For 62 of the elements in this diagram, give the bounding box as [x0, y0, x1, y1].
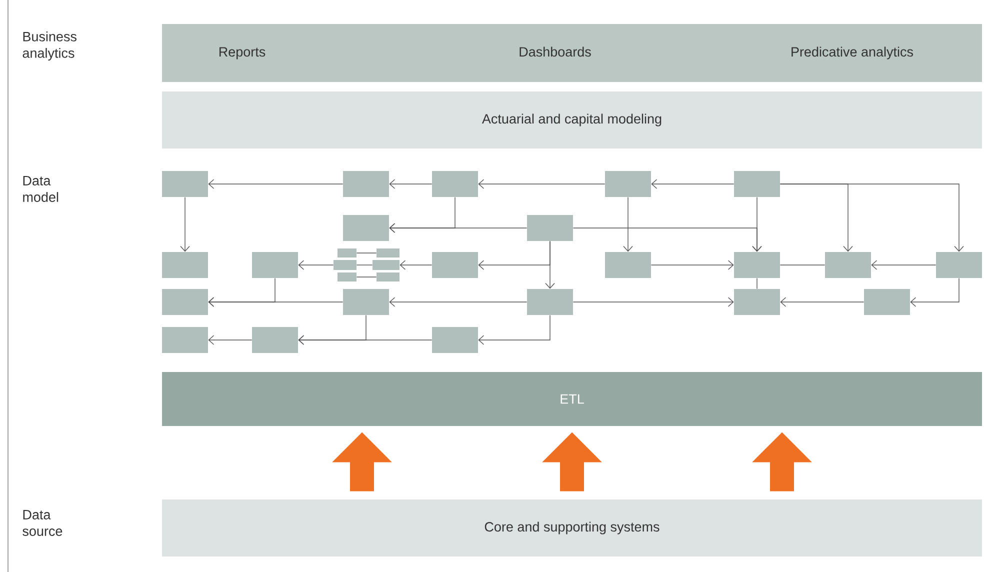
entity-box [734, 252, 780, 278]
arrow [572, 297, 734, 307]
etl-band: ETL [162, 372, 982, 426]
entity-box [334, 260, 356, 270]
entity-box [343, 215, 389, 241]
entity-box [936, 252, 982, 278]
entity-box [343, 289, 389, 315]
entity-box [527, 289, 573, 315]
arrow [298, 260, 334, 270]
entity-box [605, 252, 651, 278]
arrow [752, 196, 762, 252]
entity-box [376, 248, 400, 258]
modeling-band: Actuarial and capital modeling [162, 92, 982, 148]
entity-box [338, 272, 356, 282]
entity-box [343, 171, 389, 197]
arrow [389, 223, 528, 233]
entity-box [432, 171, 478, 197]
arrow [208, 335, 252, 345]
entity-box [372, 260, 400, 270]
entity-box [432, 252, 478, 278]
connector-line [356, 264, 373, 266]
arrow [478, 179, 606, 189]
connector-line [356, 276, 377, 278]
arrow [478, 314, 550, 345]
source-band: Core and supporting systems [162, 500, 982, 556]
entity-box [734, 171, 780, 197]
arrow [389, 179, 432, 189]
arrow [208, 179, 344, 189]
arrow [623, 196, 633, 252]
entity-box [162, 252, 208, 278]
entity-box [162, 171, 208, 197]
entity-box [527, 215, 573, 241]
entity-box [162, 289, 208, 315]
section-label: Data source [22, 510, 62, 536]
arrow [208, 278, 276, 307]
connector-line [756, 278, 758, 290]
arrow [180, 196, 190, 252]
arrow [871, 260, 936, 270]
arrow [400, 260, 432, 270]
entity-box [252, 252, 298, 278]
arrow [478, 240, 550, 270]
section-label: Data model [23, 176, 58, 202]
entity-box [825, 252, 871, 278]
entity-box [605, 171, 651, 197]
arrow [650, 260, 734, 270]
section-label: Business analytics [22, 31, 76, 61]
connector-line [780, 264, 826, 266]
entity-box [376, 272, 400, 282]
arrow [780, 184, 964, 252]
header-band: Reports Dashboards Predicative analytics [162, 24, 982, 82]
entity-box [864, 289, 910, 315]
arrow [389, 297, 528, 307]
arrow [780, 297, 864, 307]
entity-box [338, 248, 356, 258]
entity-box [734, 289, 780, 315]
arrow [298, 314, 366, 345]
arrow [651, 179, 734, 189]
connector-line [356, 252, 377, 254]
entity-box [162, 327, 208, 353]
entity-box [252, 327, 298, 353]
entity-box [432, 327, 478, 353]
arrow [910, 278, 960, 307]
